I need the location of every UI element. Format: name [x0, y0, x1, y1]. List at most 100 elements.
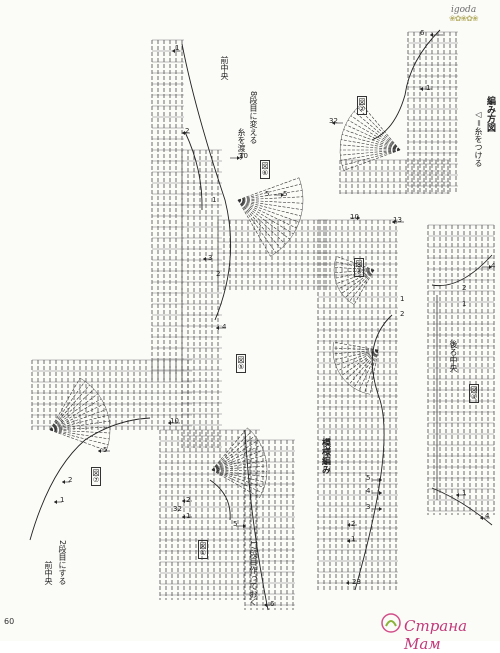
row-arrow-head — [456, 493, 459, 497]
row-number: 1 — [351, 535, 356, 543]
figure-3-label: 図③ — [354, 258, 364, 277]
row-number: 5 — [265, 190, 270, 198]
row-arrow-head — [203, 257, 206, 261]
row-arrow-head — [347, 523, 350, 527]
row-arrow-head — [98, 449, 101, 453]
row-arrow-head — [346, 581, 349, 585]
row-number: 6 — [420, 29, 425, 37]
mae-chuo-note-top: 前中央 — [220, 56, 229, 80]
figure-1-inner-curve — [209, 479, 231, 521]
figure-2-mesh — [407, 31, 458, 192]
figure-3-fan — [332, 341, 379, 395]
row-arrow-head — [182, 515, 185, 519]
figure-1-edge-curve — [244, 429, 269, 611]
row-number: 3 — [366, 503, 371, 511]
row-number: 32 — [173, 505, 182, 513]
row-number: 2 — [186, 496, 191, 504]
watermark-logo-icon — [381, 613, 401, 633]
figure-1-label: 図① — [198, 540, 208, 559]
figure-4-top-curve — [431, 254, 493, 287]
row-number: 10 — [239, 152, 248, 160]
moyou-edge-curve — [354, 314, 393, 591]
row-arrow-head — [347, 539, 350, 543]
row-number: 1 — [462, 489, 467, 497]
figure-6-fan — [237, 177, 304, 257]
row-number: 2 — [351, 520, 356, 528]
row-number: 6 — [270, 600, 275, 608]
row-number: 5 — [283, 190, 288, 198]
figure-2-base-mesh — [339, 159, 450, 195]
figure-4-label: 図④ — [469, 384, 479, 403]
row-arrow-head — [281, 193, 284, 197]
ushiro-chuo-note: 後ろ中央 — [449, 340, 458, 372]
row-number: 1 — [212, 196, 217, 204]
row-arrow-head — [430, 33, 433, 37]
figure-1-fan — [211, 427, 268, 498]
figure-7-edge-curve — [29, 417, 151, 541]
figure-5-inner-curve — [184, 131, 203, 211]
row-arrow-head — [168, 421, 171, 425]
row-arrow-head — [480, 516, 483, 520]
row-number: 5 — [366, 474, 371, 482]
row-number: 23 — [352, 578, 361, 586]
figure-7-mesh — [31, 359, 192, 430]
row-arrow-head — [237, 156, 240, 160]
row-number: 2 — [400, 310, 405, 318]
figure-7-label: 図⑦ — [91, 467, 101, 486]
row-arrow-head — [332, 121, 335, 125]
figure-6-mesh — [217, 219, 328, 290]
figure-2-edge-curve — [371, 29, 441, 141]
row-number: 32 — [329, 117, 338, 125]
figure-1-mesh — [159, 429, 260, 600]
row-number: 4 — [222, 323, 227, 331]
row-arrow-head — [379, 491, 382, 495]
row-number: 2 — [68, 476, 73, 484]
row-arrow-head — [392, 220, 395, 224]
moyou-title: 模様編み — [320, 438, 330, 474]
row-number: 13 — [393, 216, 402, 224]
igoda-logo: igoda — [451, 5, 477, 15]
amikata-title: 編み方図 — [485, 96, 495, 132]
dan17-note: 17段目作っておく — [249, 540, 258, 607]
figure-5-edge-curve — [181, 43, 232, 321]
mae-chuo-note-bottom: 前中央 — [44, 561, 53, 585]
row-arrow-head — [216, 326, 219, 330]
row-number: 5 — [103, 446, 108, 454]
row-number: 1 — [400, 295, 405, 303]
row-number: 10 — [350, 213, 359, 221]
row-arrow-head — [264, 603, 267, 607]
flower-ornament-icon: ❀✿❀✿❀ — [449, 14, 478, 23]
row-number: 2 — [462, 284, 467, 292]
row-arrow-head — [489, 265, 492, 269]
figure-5-left-mesh — [151, 39, 184, 380]
row-arrow-head — [172, 49, 175, 53]
dan8-note: 8段目に変える — [249, 91, 258, 145]
row-number: 2 — [185, 127, 190, 135]
figure-7-fan — [49, 377, 111, 451]
moyou-mesh — [317, 219, 398, 590]
row-number: 4 — [366, 487, 371, 495]
row-number: 2 — [216, 270, 221, 278]
row-number: 10 — [170, 417, 179, 425]
row-arrow-head — [54, 500, 57, 504]
row-arrow-head — [182, 499, 185, 503]
row-arrow-head — [243, 524, 246, 528]
row-arrow-head — [62, 480, 65, 484]
row-number: 1 — [462, 300, 467, 308]
ito-tsukeru-note: ◁＝糸をつける — [474, 110, 483, 167]
row-number: 4 — [485, 512, 490, 520]
page-number: 60 — [4, 617, 15, 626]
ito-watasu-note: 糸を渡す — [237, 128, 246, 160]
row-arrow-head — [420, 87, 423, 91]
figure-4-mesh — [427, 224, 495, 515]
row-number: 4 — [491, 262, 496, 270]
row-number: 1 — [186, 512, 191, 520]
row-arrow-head — [357, 216, 360, 220]
row-arrow-head — [379, 507, 382, 511]
row-arrow-head — [379, 478, 382, 482]
figure-5-label: 図⑤ — [236, 354, 246, 373]
figure-2-label: 図② — [357, 96, 367, 115]
row-number: 5 — [233, 520, 238, 528]
